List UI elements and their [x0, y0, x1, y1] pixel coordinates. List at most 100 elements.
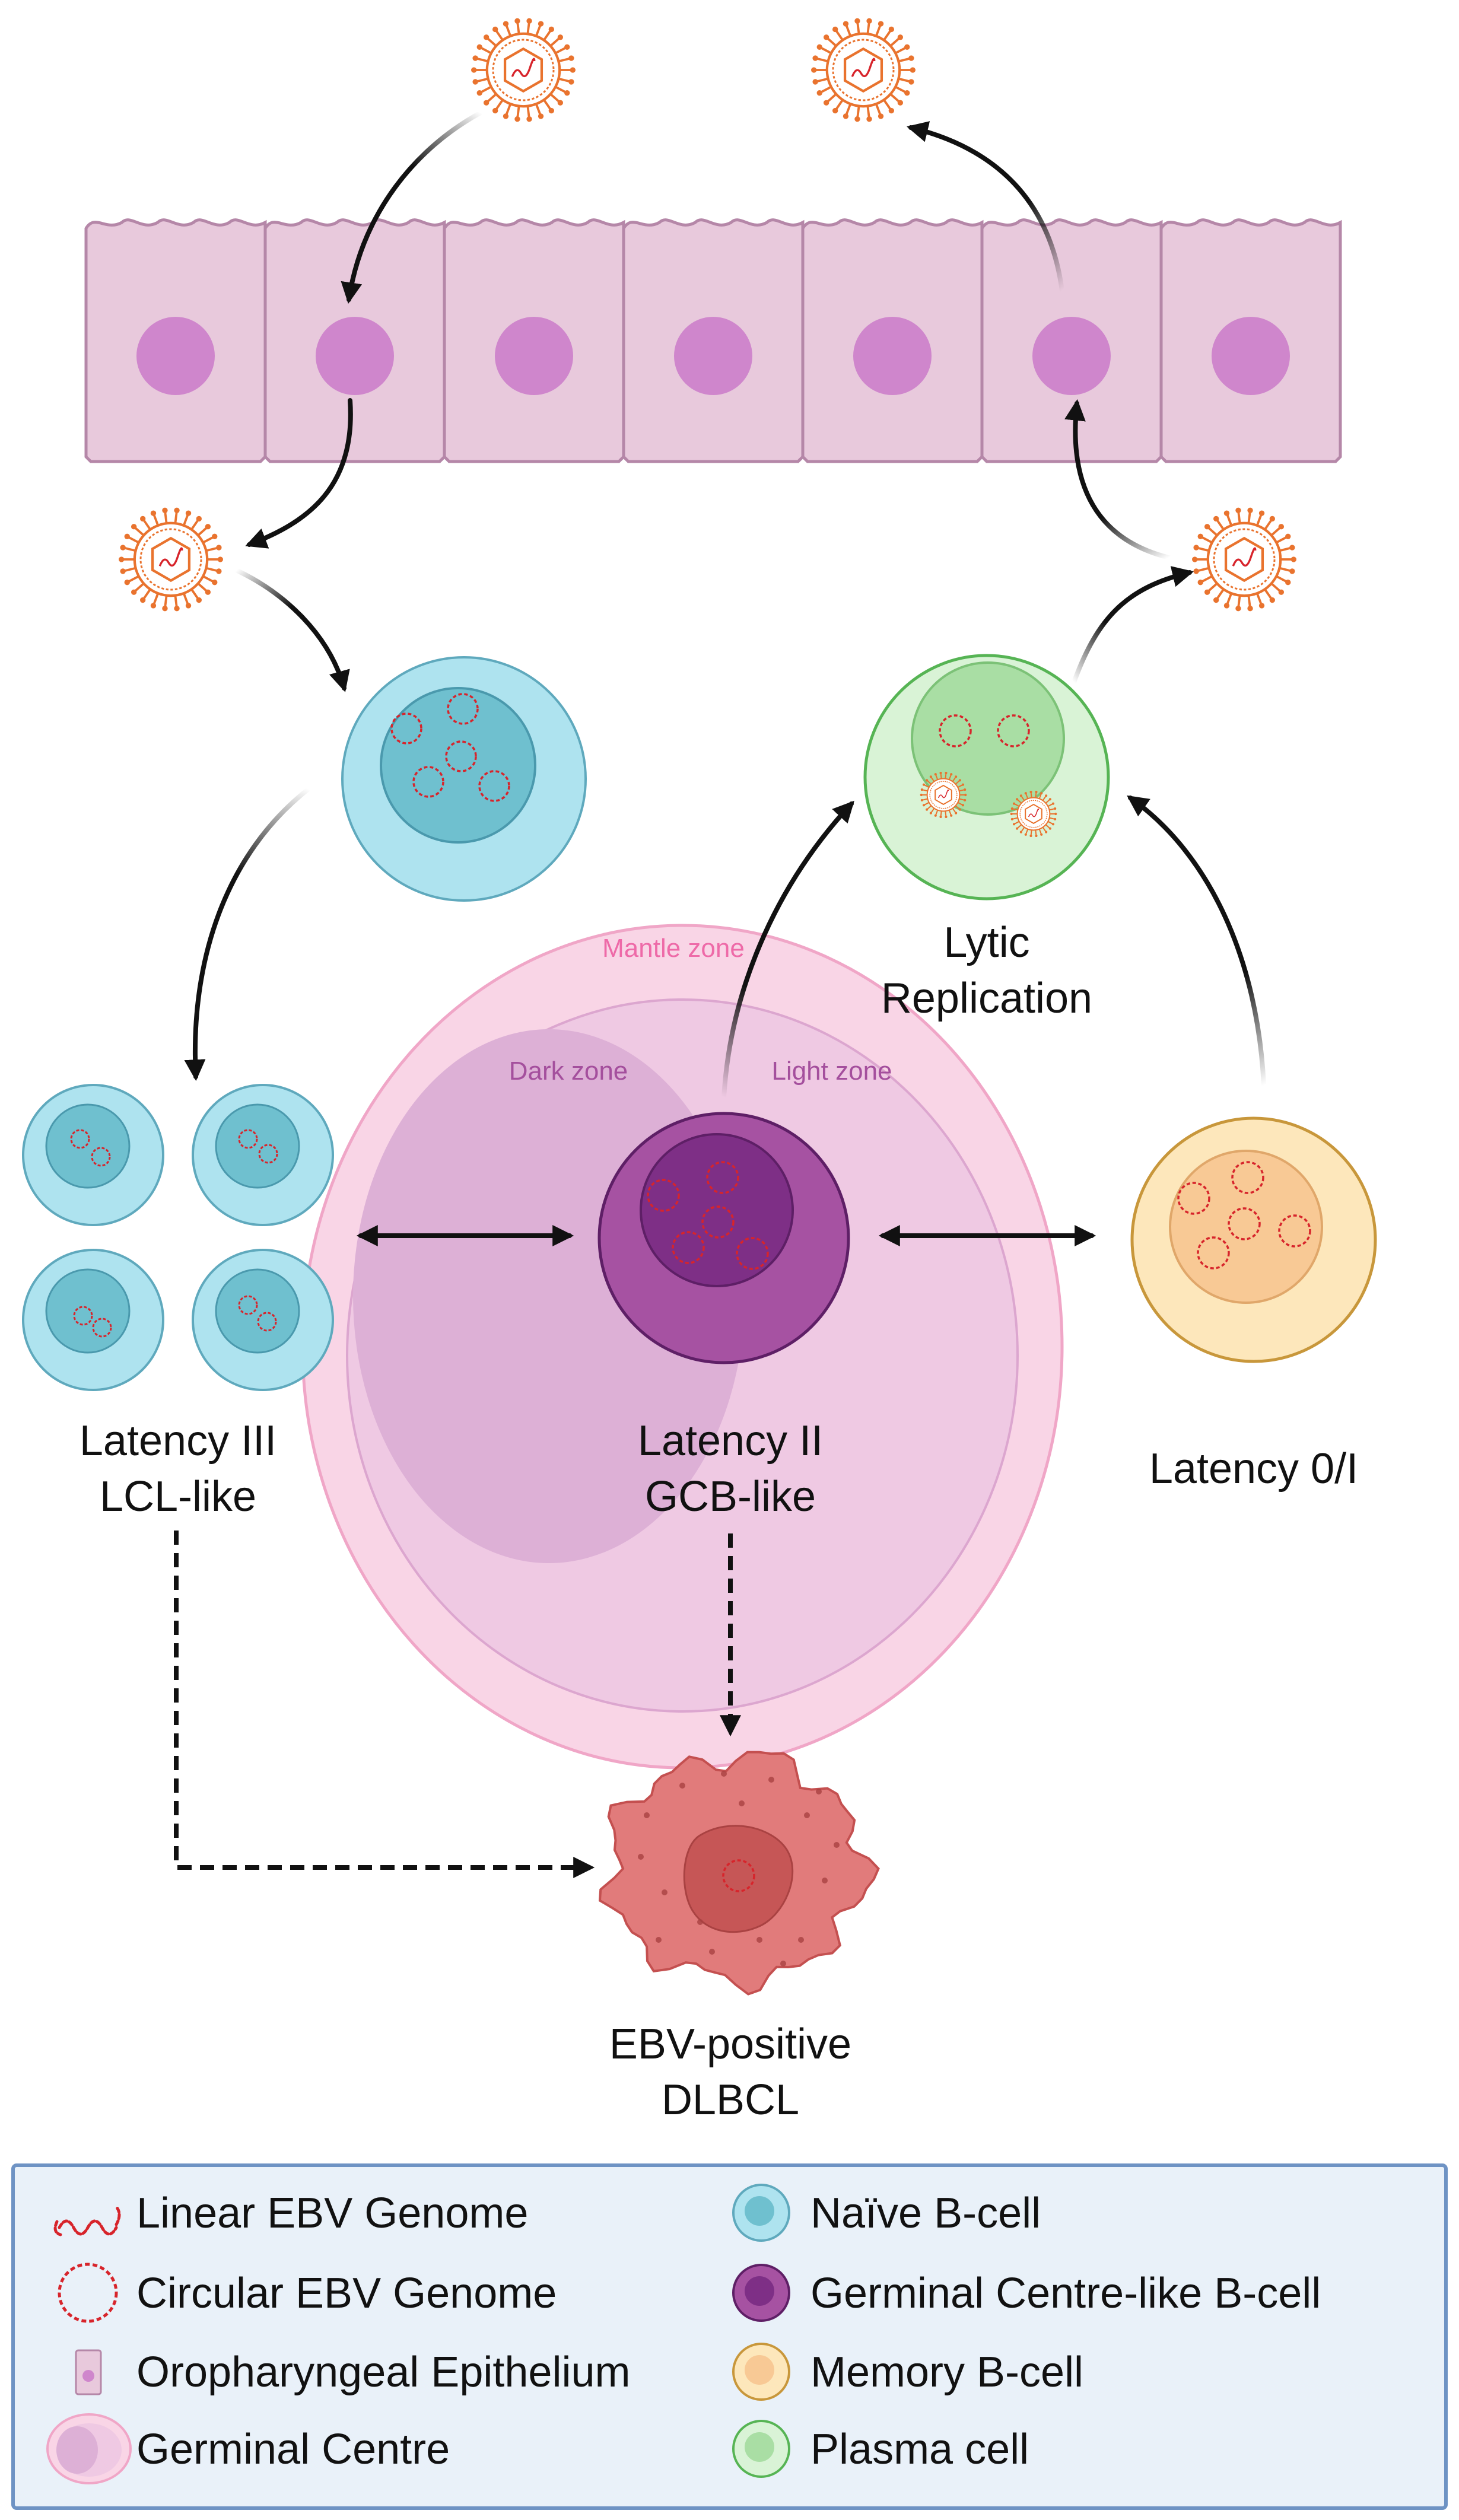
- legend-label-circular-genome: Circular EBV Genome: [136, 2270, 557, 2317]
- virion: [811, 18, 916, 122]
- circular-genome: [1278, 1214, 1311, 1248]
- linear-genome: [937, 789, 949, 798]
- light-zone-label: Light zone: [771, 1057, 892, 1086]
- arrow-virus-to-epithelium: [341, 110, 483, 304]
- linear-genome: [511, 58, 536, 78]
- circular-genome: [445, 740, 477, 772]
- lcl-like-label: LCL-like: [100, 1473, 256, 1520]
- epithelial-nucleus: [674, 317, 752, 395]
- arrow-lcl-to-dlbcl: [174, 1531, 595, 1878]
- memory-b-cell: [1130, 1116, 1377, 1363]
- epithelial-nucleus: [853, 317, 932, 395]
- linear-genome: [158, 547, 183, 567]
- legend-item-epithelium: Oropharyngeal Epithelium: [75, 2349, 630, 2396]
- lcl-like-cell-cluster: [22, 1084, 334, 1391]
- replication-label: Replication: [881, 975, 1092, 1022]
- virion: [471, 18, 576, 122]
- epithelial-cell: [1159, 218, 1342, 463]
- tumor-granules: [638, 1771, 840, 1967]
- oropharyngeal-epithelium: [84, 218, 1342, 463]
- circular-genome: [706, 1161, 739, 1194]
- circular-genome: [1197, 1236, 1230, 1269]
- germinal-centre-like-b-cell: [597, 1112, 850, 1364]
- arrows: [174, 110, 1266, 1878]
- epithelial-nucleus: [136, 317, 215, 395]
- legend-box: [11, 2163, 1448, 2510]
- lytic-label: Lytic: [943, 919, 1029, 966]
- lcl-like-cell: [22, 1084, 164, 1226]
- circular-genome: [736, 1237, 769, 1270]
- epithelial-cell: [84, 218, 267, 463]
- arrow-virus-to-naive: [235, 568, 350, 692]
- plasma-cell: [863, 654, 1110, 901]
- epithelial-nucleus: [1212, 317, 1290, 395]
- legend-label-naive-b: Naïve B-cell: [810, 2190, 1041, 2237]
- dlbcl-label: DLBCL: [662, 2076, 799, 2124]
- epithelial-cell: [622, 218, 805, 463]
- epithelial-nucleus: [495, 317, 573, 395]
- circular-genome: [647, 1179, 680, 1212]
- lcl-like-cell: [192, 1249, 334, 1391]
- circular-genome: [1231, 1161, 1264, 1194]
- circular-genome: [447, 693, 479, 725]
- circular-genome: [1228, 1207, 1261, 1240]
- latency-ii-label: Latency II: [638, 1417, 823, 1465]
- arrow-gc-to-plasma: [721, 800, 854, 1100]
- legend-item-naive-b: Naïve B-cell: [732, 2184, 1041, 2242]
- latency-iii-label: Latency III: [80, 1417, 276, 1465]
- epithelial-cell: [980, 218, 1163, 463]
- legend-label-linear-genome: Linear EBV Genome: [136, 2190, 528, 2237]
- circular-genome: [412, 766, 444, 798]
- epithelial-cell: [801, 218, 984, 463]
- legend: Linear EBV Genome Circular EBV Genome Or…: [11, 2163, 1448, 2510]
- legend-item-linear-genome: Linear EBV Genome: [53, 2190, 528, 2237]
- circular-genome-icon: [58, 2263, 118, 2323]
- latency-0-i-label: Latency 0/I: [1149, 1445, 1358, 1493]
- legend-item-memory-b: Memory B-cell: [732, 2343, 1083, 2401]
- legend-label-epithelium: Oropharyngeal Epithelium: [136, 2349, 630, 2396]
- linear-genome: [1028, 808, 1040, 817]
- linear-genome: [1232, 547, 1257, 567]
- arrow-plasma-to-virus: [1072, 566, 1194, 685]
- legend-item-germinal-centre: Germinal Centre: [46, 2413, 450, 2484]
- epithelial-cell: [263, 218, 446, 463]
- circular-genome: [390, 712, 422, 744]
- legend-label-gc-b: Germinal Centre-like B-cell: [810, 2270, 1321, 2317]
- dark-zone-label: Dark zone: [509, 1057, 628, 1086]
- circular-genome: [478, 770, 510, 802]
- gcb-like-label: GCB-like: [645, 1473, 816, 1520]
- legend-item-plasma: Plasma cell: [732, 2420, 1029, 2478]
- virion: [1192, 507, 1296, 612]
- arrow-epithelium-release: [907, 121, 1064, 293]
- circular-genome: [997, 714, 1030, 747]
- linear-genome-icon: [53, 2205, 121, 2236]
- virion: [119, 507, 223, 612]
- lcl-like-cell: [192, 1084, 334, 1226]
- arrow-epithelium-to-virus: [245, 398, 353, 549]
- virion: [1010, 790, 1057, 838]
- legend-label-germinal-centre: Germinal Centre: [136, 2426, 450, 2473]
- virion: [920, 771, 967, 819]
- circular-genome: [701, 1205, 735, 1239]
- legend-label-memory-b: Memory B-cell: [810, 2349, 1083, 2396]
- epithelial-cell: [443, 218, 625, 463]
- arrow-virus-to-epithelium-right: [1064, 399, 1171, 560]
- circular-genome-group: [390, 693, 510, 802]
- mantle-zone-label: Mantle zone: [602, 934, 745, 963]
- ebv-positive-label: EBV-positive: [609, 2021, 851, 2068]
- circular-genome: [672, 1231, 705, 1264]
- dlbcl-tumor-cell: [598, 1751, 880, 1996]
- circular-genome: [1177, 1182, 1210, 1215]
- circular-genome: [722, 1859, 755, 1892]
- circular-genome: [939, 714, 972, 747]
- lcl-like-cell: [22, 1249, 164, 1391]
- legend-item-gc-b: Germinal Centre-like B-cell: [732, 2264, 1321, 2322]
- legend-item-circular-genome: Circular EBV Genome: [58, 2263, 557, 2323]
- epithelial-nucleus: [1032, 317, 1111, 395]
- arrow-memory-to-plasma: [1127, 795, 1266, 1088]
- linear-genome: [851, 58, 876, 78]
- epithelial-nucleus: [316, 317, 394, 395]
- legend-label-plasma: Plasma cell: [810, 2426, 1029, 2473]
- arrow-naive-to-lcl: [184, 787, 311, 1081]
